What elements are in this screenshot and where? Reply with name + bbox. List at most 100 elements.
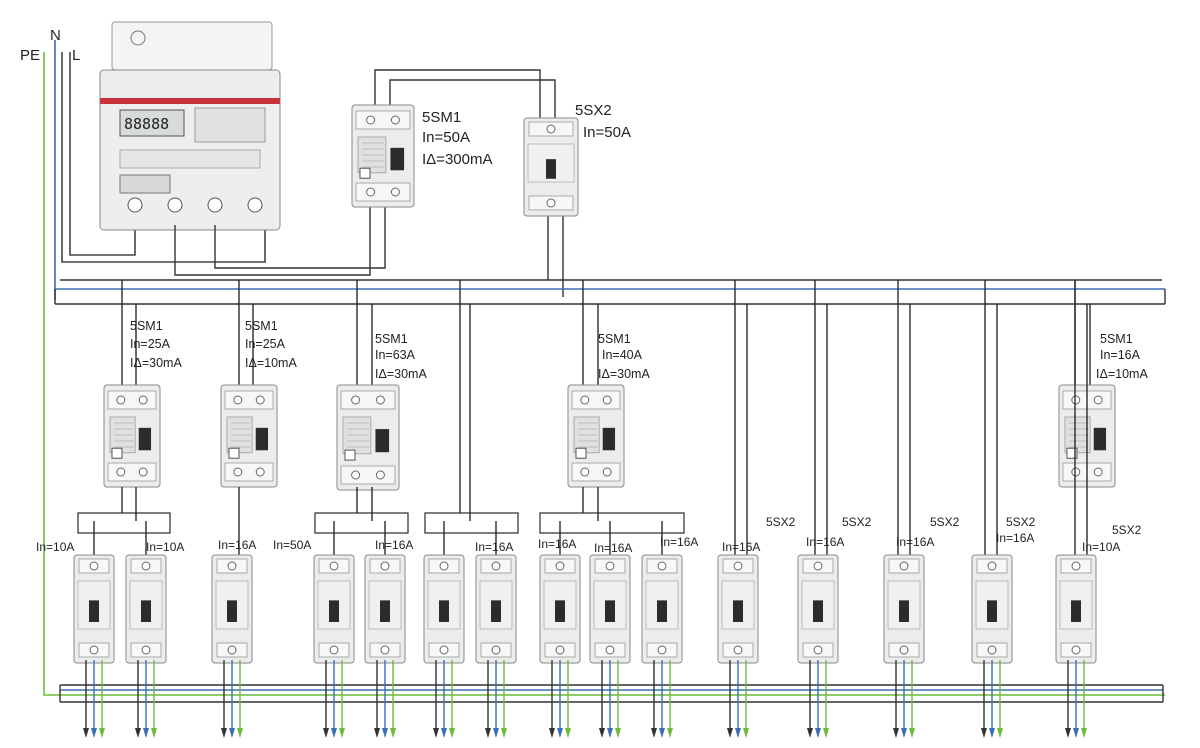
meter-terminal-1-icon (127, 197, 143, 213)
pe-line (43, 52, 1165, 696)
breaker-7-output-arrow-0-icon (485, 728, 491, 738)
breaker-5-device-toggle-icon (380, 600, 390, 622)
breaker-6-in: In=16A (475, 540, 513, 554)
rcd-3-device-screw-3-icon (351, 470, 361, 480)
breaker-8-device (539, 554, 581, 664)
breaker-11-device-toggle-icon (733, 600, 743, 622)
rcd-5-device-toggle-icon (1093, 427, 1107, 451)
breaker-2-device-bottom-screw-icon (141, 645, 151, 655)
rcd-1-device-screw-3-icon (116, 467, 126, 477)
meter-red-band (100, 98, 280, 104)
breaker-8-in: In=16A (594, 541, 632, 555)
rcd-3-device-screw-4-icon (375, 470, 385, 480)
rcd-2-type: 5SM1 (245, 319, 278, 333)
breaker-3-output-arrow-2-icon (237, 728, 243, 738)
breaker-9-in: In=16A (660, 535, 698, 549)
breaker-6-output-arrow-0-icon (433, 728, 439, 738)
rcd-labels: 5SM1 In=25A IΔ=30mA 5SM1 In=25A IΔ=10mA … (130, 319, 1148, 381)
rcd-4-in: In=40A (602, 348, 643, 362)
breaker-11-output-arrow-2-icon (743, 728, 749, 738)
breaker-labels: In=10A In=10A In=16A In=50A In=16A In=16… (36, 515, 1142, 555)
breaker-14-type: 5SX2 (1112, 523, 1142, 537)
breaker-4-output-arrow-2-icon (339, 728, 345, 738)
breaker-4-device-top-screw-icon (329, 561, 339, 571)
breaker-12-output-arrow-1-icon (815, 728, 821, 738)
breaker-14-output-arrow-1-icon (989, 728, 995, 738)
rcd-4-device-top-terminals (571, 390, 621, 410)
breaker-13-output-arrow-1-icon (901, 728, 907, 738)
rcd-5-device-screw-1-icon (1071, 395, 1081, 405)
rcd-main-device-screw-4-icon (390, 187, 400, 197)
breaker-13-output-arrow-0-icon (893, 728, 899, 738)
rcd-3-idelta: IΔ=30mA (375, 367, 427, 381)
rcd-5-in: In=16A (1100, 348, 1141, 362)
breaker-7-in: In=16A (538, 537, 576, 551)
breaker-12-type: 5SX2 (842, 515, 872, 529)
rcd-main-device-screw-2-icon (390, 115, 400, 125)
sub-busbar-2 (314, 512, 409, 534)
breaker-15-output-arrow-0-icon (1065, 728, 1071, 738)
meter-outputs (174, 205, 386, 276)
rcd-main-device-toggle-icon (390, 147, 405, 171)
breaker-7-device-top-screw-icon (491, 561, 501, 571)
breaker-1-device-top-screw-icon (89, 561, 99, 571)
breaker-4-output-arrow-1-icon (331, 728, 337, 738)
breaker-4-device-toggle-icon (329, 600, 339, 622)
breaker-15-device-toggle-icon (1071, 600, 1081, 622)
rcd-4-device-screw-2-icon (602, 395, 612, 405)
rcd-5-device-screw-2-icon (1093, 395, 1103, 405)
sub-busbar-4 (539, 512, 685, 534)
breaker-6-device (423, 554, 465, 664)
breaker-13-in: In=16A (996, 531, 1034, 545)
neutral-to-meter (69, 52, 136, 256)
dynamic-diagram-elements (73, 104, 1116, 738)
breaker-5-output-arrow-2-icon (390, 728, 396, 738)
breaker-2-output-arrow-0-icon (135, 728, 141, 738)
rcd-1-idelta: IΔ=30mA (130, 356, 182, 370)
breaker-5-device-top-screw-icon (380, 561, 390, 571)
energy-meter: 88888 (99, 21, 281, 231)
rcd-4-type: 5SM1 (598, 332, 631, 346)
rcd-5-device-screw-4-icon (1093, 467, 1103, 477)
breaker-7-device-toggle-icon (491, 600, 501, 622)
breaker-6-device-top-screw-icon (439, 561, 449, 571)
rcd-main-device (351, 104, 415, 208)
breaker-14-device-toggle-icon (987, 600, 997, 622)
breaker-9-output-arrow-1-icon (607, 728, 613, 738)
breaker-15-output-arrow-1-icon (1073, 728, 1079, 738)
phase-label: L (72, 47, 80, 64)
breaker-10-device-toggle-icon (657, 600, 667, 622)
meter-logo-icon (130, 30, 146, 46)
sub-busbar-3 (424, 512, 519, 534)
rcd-1-device-screw-2-icon (138, 395, 148, 405)
rcd-4-idelta: IΔ=30mA (598, 367, 650, 381)
breaker-5-output-arrow-0-icon (374, 728, 380, 738)
breaker-2-device (125, 554, 167, 664)
breaker-4-device (313, 554, 355, 664)
rcd-2-idelta: IΔ=10mA (245, 356, 297, 370)
breaker-1-device-bottom-screw-icon (89, 645, 99, 655)
rcd-1-device-bottom-terminals (107, 462, 157, 482)
breaker-8-output-arrow-1-icon (557, 728, 563, 738)
breaker-1-device (73, 554, 115, 664)
rcd-4-device-screw-3-icon (580, 467, 590, 477)
breaker-14-device (971, 554, 1013, 664)
breaker-3-device (211, 554, 253, 664)
breaker-1-in: In=10A (36, 540, 74, 554)
breaker-11-device-bottom-screw-icon (733, 645, 743, 655)
rcd-2-device-screw-3-icon (233, 467, 243, 477)
meter-terminal-block (119, 174, 171, 194)
rcd-main-idelta: IΔ=300mA (422, 151, 492, 168)
rcd-1-type: 5SM1 (130, 319, 163, 333)
breaker-9-output-arrow-2-icon (615, 728, 621, 738)
rcd-4-device-test-button-icon (575, 447, 587, 459)
rcd-3-device-top-terminals (340, 390, 396, 410)
rcd-3-device-toggle-icon (375, 429, 390, 453)
breaker-10-output-arrow-0-icon (651, 728, 657, 738)
rcd-5-type: 5SM1 (1100, 332, 1133, 346)
breaker-main-type: 5SX2 (575, 102, 612, 119)
breaker-9-device (589, 554, 631, 664)
breaker-14-output-arrow-0-icon (981, 728, 987, 738)
neutral-label: N (50, 27, 61, 44)
rcd-1-device-top-terminals (107, 390, 157, 410)
